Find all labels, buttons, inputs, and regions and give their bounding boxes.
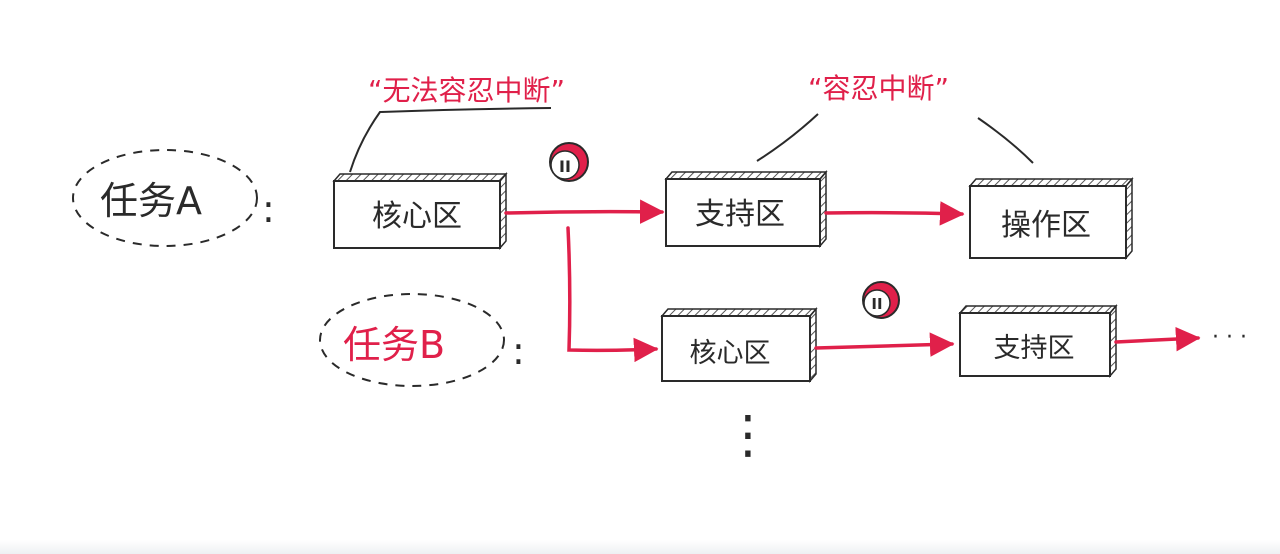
arrow-support-b-onward (1114, 326, 1201, 352)
task-a-colon: : (262, 187, 275, 231)
annotation-interrupt-ok-pointer-right (977, 117, 1034, 164)
annotation-no-interrupt: “无法容忍中断” (349, 74, 565, 173)
task-a-group: 任务A : (72, 149, 275, 247)
annotation-interrupt-ok-text: “容忍中断” (808, 72, 949, 105)
row-b-core-label: 核心区 (690, 338, 771, 369)
pause-icon-row-b: II (862, 281, 900, 319)
task-b-group: 任务B : (319, 293, 525, 387)
flow-arrows (504, 199, 1201, 363)
task-b-colon: : (512, 329, 525, 373)
row-a-core-label: 核心区 (372, 199, 462, 234)
row-a-operation-label: 操作区 (1001, 208, 1091, 243)
annotation-no-interrupt-text: “无法容忍中断” (368, 74, 565, 107)
row-a-support-zone: 支持区 (664, 169, 828, 249)
arrow-support-a-to-operation-a (824, 201, 965, 226)
arrow-core-a-to-support-a (504, 199, 665, 224)
pause-icon: II (871, 295, 882, 313)
annotation-no-interrupt-pointer (349, 107, 552, 173)
row-b-support-zone: 支持区 (958, 303, 1118, 379)
task-a-bubble (72, 149, 258, 247)
continuation-right: · · · (1212, 325, 1247, 350)
task-b-bubble (319, 293, 505, 387)
row-a-core-zone: 核心区 (332, 171, 508, 251)
annotation-interrupt-ok-pointer-left (756, 113, 819, 162)
row-a-operation-zone: 操作区 (968, 176, 1134, 261)
task-a-label: 任务A (100, 179, 202, 223)
pause-icon: II (559, 157, 571, 176)
arrow-branch-to-core-b (566, 226, 659, 363)
arrow-core-b-to-support-b (814, 332, 955, 357)
task-b-label: 任务B (343, 323, 445, 367)
paper-edge (0, 540, 1280, 554)
continuation-down: ⋮ (722, 405, 774, 465)
annotation-interrupt-ok: “容忍中断” (756, 72, 1034, 164)
row-b-support-label: 支持区 (994, 333, 1075, 364)
row-a-support-label: 支持区 (695, 197, 785, 232)
pause-icon-row-a: II (549, 142, 589, 182)
row-b-core-zone: 核心区 (660, 306, 818, 384)
